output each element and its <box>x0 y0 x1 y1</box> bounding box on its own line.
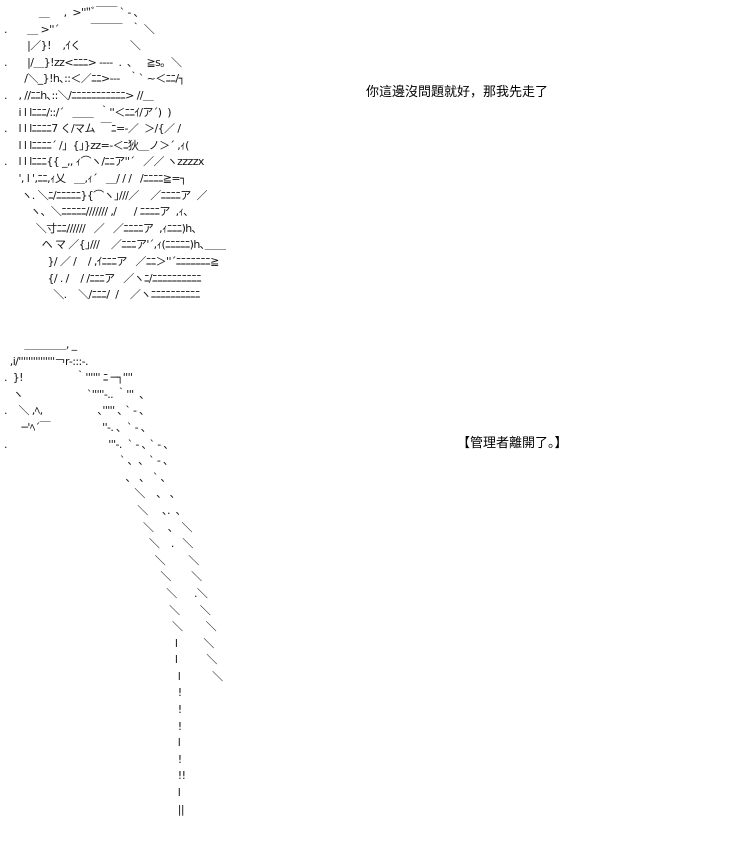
system-message: 【管理者離開了。】 <box>457 436 568 451</box>
dialogue-line: 你這邊沒問題就好，那我先走了 <box>366 85 549 100</box>
ascii-art-character: ＿ , >''"ﾞ￣￣ ` ‐ ､ . ＿ >''´ ￣￣￣ ｀ ＼ |／}! … <box>4 6 226 302</box>
ascii-art-leaving-motion: ＿＿＿＿, _ ,i/'''''''''''''''￢r‐:::-. . }! … <box>4 338 223 816</box>
